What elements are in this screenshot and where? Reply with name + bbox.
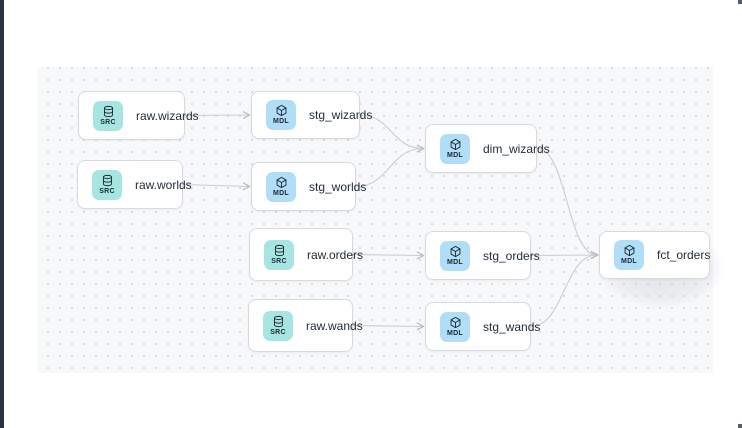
cube-icon — [623, 244, 636, 257]
badge-label: MDL — [447, 151, 463, 159]
node-label: raw.wizards — [136, 108, 199, 123]
mdl-badge: MDL — [440, 240, 470, 271]
src-badge: SRC — [93, 100, 123, 131]
node-label: raw.worlds — [135, 177, 192, 192]
database-icon — [102, 105, 115, 118]
node-stg_wands[interactable]: MDL stg_wands — [425, 302, 540, 351]
badge-label: MDL — [273, 118, 289, 125]
node-stg_orders[interactable]: MDL stg_orders — [425, 231, 540, 280]
node-label: dim_wizards — [483, 141, 550, 156]
mdl-badge: MDL — [266, 171, 296, 202]
node-stg_worlds[interactable]: MDL stg_worlds — [251, 162, 366, 211]
mdl-badge: MDL — [614, 240, 644, 270]
node-stg_wizards[interactable]: MDL stg_wizards — [251, 91, 372, 139]
node-label: raw.wands — [306, 318, 363, 333]
src-badge: SRC — [264, 239, 294, 270]
badge-label: SRC — [99, 187, 115, 195]
node-raw_wizards[interactable]: SRC raw.wizards — [78, 91, 199, 140]
cube-icon — [275, 104, 288, 117]
node-label: stg_wizards — [309, 108, 373, 122]
cube-icon — [449, 316, 462, 329]
badge-label: MDL — [447, 258, 463, 266]
mdl-badge: MDL — [266, 100, 296, 130]
node-fct_orders[interactable]: MDL fct_orders — [599, 231, 710, 279]
cube-icon — [449, 245, 462, 258]
node-raw_orders[interactable]: SRC raw.orders — [249, 228, 363, 281]
node-raw_wands[interactable]: SRC raw.wands — [248, 299, 363, 352]
mdl-badge: MDL — [440, 311, 470, 342]
node-label: raw.orders — [307, 247, 364, 262]
cube-icon — [449, 138, 462, 151]
node-label: stg_orders — [483, 248, 540, 263]
node-raw_worlds[interactable]: SRC raw.worlds — [77, 160, 192, 209]
window-edge-bar — [0, 0, 4, 428]
src-badge: SRC — [92, 169, 122, 200]
badge-label: MDL — [273, 189, 289, 197]
node-label: fct_orders — [657, 248, 711, 262]
cube-icon — [275, 176, 288, 189]
node-label: stg_wands — [483, 319, 541, 334]
badge-label: SRC — [270, 328, 286, 336]
database-icon — [101, 174, 114, 187]
node-dim_wizards[interactable]: MDL dim_wizards — [425, 124, 550, 173]
database-icon — [272, 315, 285, 328]
badge-label: SRC — [100, 118, 116, 126]
mdl-badge: MDL — [440, 133, 470, 164]
database-icon — [273, 244, 286, 257]
badge-label: MDL — [447, 329, 463, 337]
src-badge: SRC — [263, 310, 293, 341]
node-label: stg_worlds — [309, 179, 367, 194]
corner-artifact-top — [738, 0, 742, 4]
badge-label: MDL — [621, 258, 637, 265]
corner-artifact-bottom — [738, 424, 742, 428]
badge-label: SRC — [271, 257, 287, 265]
